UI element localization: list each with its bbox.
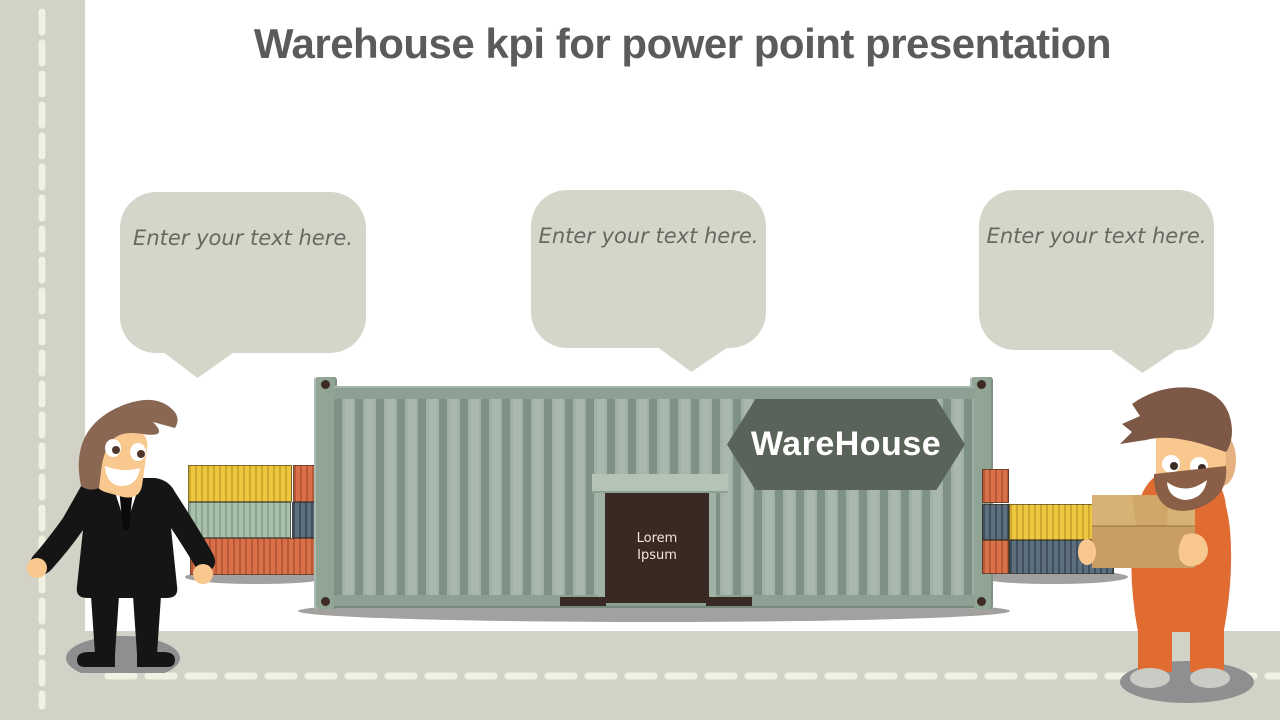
container-yellow <box>188 465 292 502</box>
warehouse-sign: WareHouse <box>727 399 965 490</box>
warehouse-vent <box>560 597 606 606</box>
bubble-text-left[interactable]: Enter your text here. <box>133 226 353 250</box>
bubble-text-center[interactable]: Enter your text here. <box>538 224 759 248</box>
slide-title: Warehouse kpi for power point presentati… <box>253 20 1112 67</box>
speech-bubble-right-tail <box>1104 345 1184 373</box>
speech-bubble-left-tail <box>158 348 240 378</box>
speech-bubble-center[interactable]: Enter your text here. <box>531 190 766 348</box>
warehouse-shadow <box>298 600 1010 622</box>
container-sage <box>188 502 291 538</box>
container-orange <box>293 465 317 502</box>
businessman-left-hand <box>27 558 47 578</box>
bolt-icon <box>321 380 330 389</box>
container-slate-small <box>982 504 1009 540</box>
businessman-pupil <box>112 446 120 454</box>
businessman-left-leg <box>91 596 119 654</box>
bolt-icon <box>321 597 330 606</box>
worker-left-shoe <box>1130 668 1170 688</box>
warehouse-door: Lorem Ipsum <box>605 491 709 603</box>
worker-left-hand <box>1078 539 1096 565</box>
businessman-pupil <box>137 450 145 458</box>
warehouse-corrugated-wall <box>334 398 974 595</box>
speech-bubble-left[interactable]: Enter your text here. <box>120 192 366 353</box>
speech-bubble-right[interactable]: Enter your text here. <box>979 190 1214 350</box>
container-slate <box>292 502 317 538</box>
bolt-icon <box>977 597 986 606</box>
warehouse-vent <box>706 597 752 606</box>
warehouse-door-lintel <box>592 474 728 493</box>
warehouse-top-rail <box>334 386 974 399</box>
cardboard-box-fold-line <box>1092 525 1195 527</box>
bolt-icon <box>977 380 986 389</box>
worker-character <box>1078 387 1254 703</box>
businessman-character <box>27 399 216 673</box>
businessman-hair <box>78 399 178 490</box>
businessman-right-hand <box>193 564 213 584</box>
warehouse-bottom-rail <box>334 595 974 608</box>
door-label-line1: Lorem <box>636 531 678 546</box>
speech-bubble-center-tail <box>652 343 734 372</box>
container-orange-small <box>982 469 1009 503</box>
businessman-suit <box>30 478 216 598</box>
door-label-line2: Ipsum <box>637 548 677 563</box>
container-orange-small <box>982 540 1009 574</box>
businessman-smile <box>105 466 140 487</box>
cardboard-box-flap <box>1132 495 1170 526</box>
worker-smile <box>1167 480 1207 500</box>
container-yellow-long <box>1009 504 1096 540</box>
worker-hair <box>1120 387 1232 452</box>
businessman-right-shoe <box>137 652 175 667</box>
bubble-text-right[interactable]: Enter your text here. <box>986 224 1207 248</box>
container-slate-long <box>1009 540 1114 574</box>
worker-right-hand <box>1178 533 1208 567</box>
businessman-right-leg <box>133 596 161 654</box>
worker-pupil <box>1170 462 1178 470</box>
worker-right-shoe <box>1190 668 1230 688</box>
businessman-left-shoe <box>77 652 115 667</box>
warehouse-door-frame <box>598 479 716 603</box>
warehouse-sign-label: WareHouse <box>750 425 942 463</box>
